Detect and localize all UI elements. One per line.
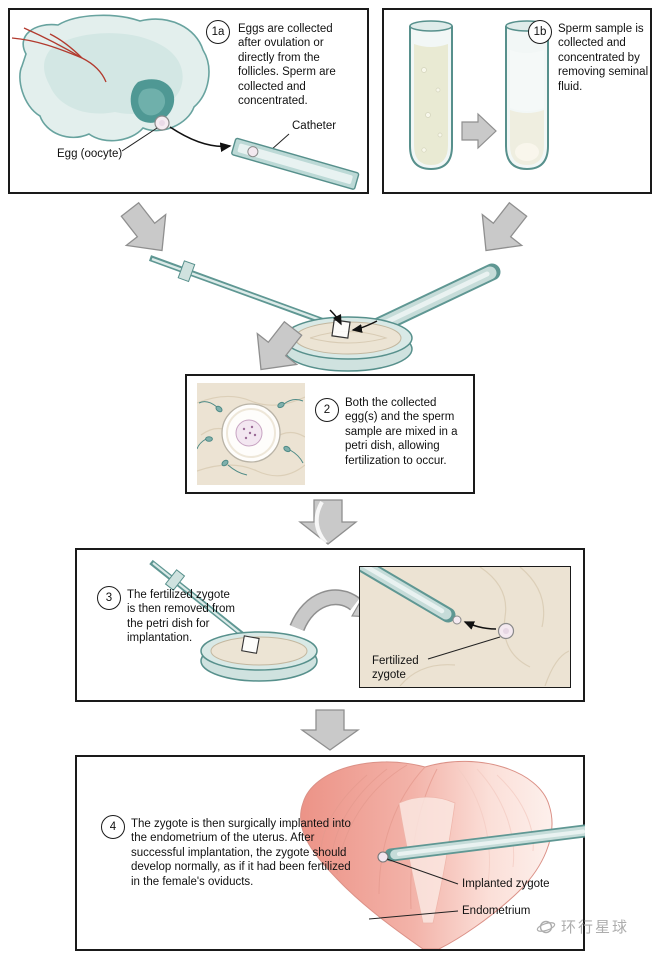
step-text-2: Both the collected egg(s) and the sperm … (345, 397, 458, 467)
flow-arrow-to-step3 (298, 499, 358, 545)
watermark: 环行星球 (536, 916, 629, 937)
step-text-4: The zygote is then surgically implanted … (131, 818, 351, 888)
zygote-pickup-marker (241, 635, 260, 654)
flow-arrow-from-1a (120, 201, 167, 252)
step-badge-1a: 1a (206, 20, 230, 44)
blood-vessels (11, 27, 107, 83)
ovary-illustration (11, 14, 360, 190)
mixing-illustration (148, 255, 501, 372)
panel-step-1b: 1b Sperm sample is collected and concent… (382, 8, 652, 194)
catheter-label: Catheter (292, 120, 337, 132)
step-badge-3: 3 (97, 586, 121, 610)
implanted-zygote-label: Implanted zygote (462, 878, 550, 890)
sperm-cells (205, 401, 291, 467)
fertilization-illustration (197, 383, 305, 485)
step-text-3: The fertilized zygote is then removed fr… (127, 589, 236, 645)
test-tubes-illustration (409, 20, 549, 171)
implanted-zygote (377, 851, 389, 863)
step-badge-1b: 1b (528, 20, 552, 44)
egg-to-catheter-arrow (169, 126, 232, 152)
panel-step-2: 2 Both the collected egg(s) and the sper… (185, 374, 475, 494)
inset-zygote-box: Fertilized zygote (359, 566, 571, 688)
panel-step-3: 3 The fertilized zygote is then removed … (75, 548, 585, 702)
zygote-closeup-illustration (360, 567, 569, 686)
flow-arrow-to-step4 (299, 709, 361, 751)
endometrium-label: Endometrium (462, 905, 531, 917)
step-text-1a: Eggs are collected after ovulation or di… (238, 23, 336, 108)
panel-step-4: 4 The zygote is then surgically implante… (75, 755, 585, 951)
sample-bubbles (421, 67, 443, 153)
catheter-illustration (231, 137, 360, 190)
dish-pipette-illustration (149, 559, 318, 682)
panel-step-1a: 1a Eggs are collected after ovulation or… (8, 8, 369, 194)
egg-oocyte-label: Egg (oocyte) (57, 148, 123, 160)
step-badge-2: 2 (315, 398, 339, 422)
step-badge-4: 4 (101, 815, 125, 839)
flow-arrow-from-1b (481, 201, 528, 252)
watermark-text: 环行星球 (561, 919, 630, 936)
step-text-1b: Sperm sample is collected and concentrat… (558, 23, 649, 93)
flow-arrow-to-step2 (256, 320, 303, 371)
concentrate-arrow-icon (461, 112, 497, 150)
globe-icon (536, 920, 556, 933)
uterus-illustration (300, 760, 585, 949)
fertilized-zygote-label: Fertilized zygote (372, 655, 419, 681)
